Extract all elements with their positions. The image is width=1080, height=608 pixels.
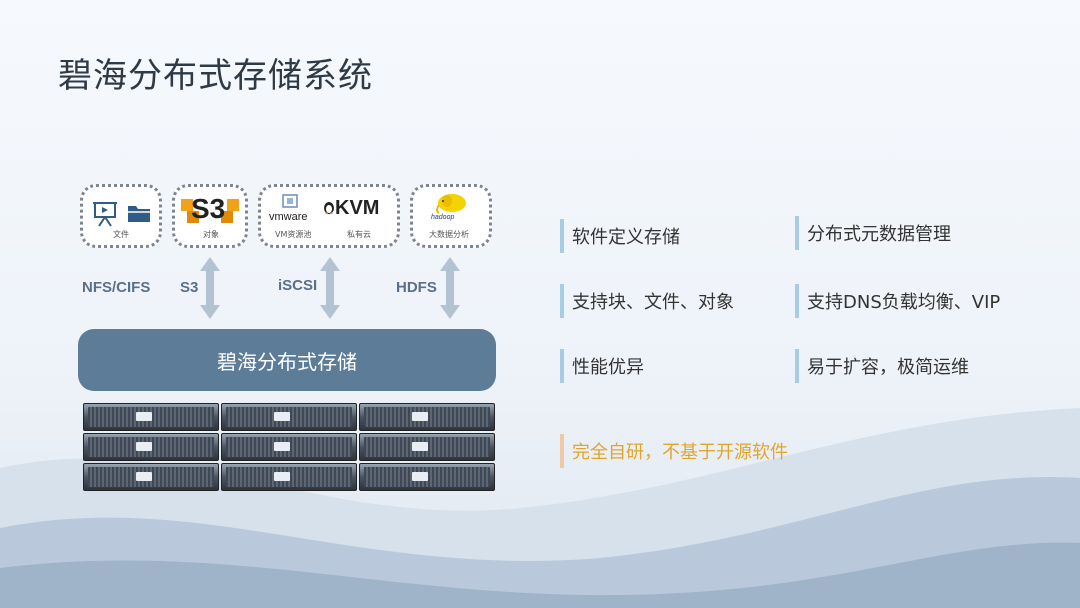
s3-logo: S3 bbox=[191, 193, 226, 224]
feature-item: 分布式元数据管理 bbox=[795, 216, 951, 250]
feature-item: 性能优异 bbox=[560, 349, 644, 383]
bigdata-box: hadoop 大数据分析 bbox=[410, 184, 492, 248]
nfs-cifs-label: NFS/CIFS bbox=[82, 279, 151, 296]
private-cloud-caption: 私有云 bbox=[347, 230, 371, 239]
hadoop-elephant-icon bbox=[435, 193, 469, 219]
server-unit bbox=[359, 403, 495, 431]
server-unit bbox=[359, 433, 495, 461]
s3-double-arrow bbox=[200, 257, 220, 319]
kvm-penguin-icon bbox=[323, 199, 335, 219]
server-unit bbox=[221, 403, 357, 431]
feature-highlight: 完全自研，不基于开源软件 bbox=[560, 434, 788, 468]
page-title: 碧海分布式存储系统 bbox=[58, 56, 373, 96]
vmware-logo: vmware bbox=[269, 211, 308, 223]
iscsi-double-arrow bbox=[320, 257, 340, 319]
file-service-box: 文件 bbox=[80, 184, 162, 248]
s3-object-box: S3 对象 bbox=[172, 184, 248, 248]
s3-cubes-icon bbox=[179, 195, 241, 229]
folder-icon bbox=[127, 203, 151, 227]
server-unit bbox=[83, 463, 219, 491]
server-unit bbox=[83, 433, 219, 461]
server-unit bbox=[359, 463, 495, 491]
hdfs-label: HDFS bbox=[396, 279, 437, 296]
feature-item: 易于扩容，极简运维 bbox=[795, 349, 969, 383]
file-caption: 文件 bbox=[113, 230, 129, 239]
server-unit bbox=[221, 463, 357, 491]
vm-cube-icon bbox=[281, 193, 301, 213]
hadoop-logo: hadoop bbox=[431, 214, 455, 221]
s3-caption: 对象 bbox=[203, 230, 219, 239]
hdfs-double-arrow bbox=[440, 257, 460, 319]
feature-item: 软件定义存储 bbox=[560, 219, 680, 253]
bigdata-caption: 大数据分析 bbox=[429, 230, 469, 239]
distributed-storage-layer: 碧海分布式存储 bbox=[78, 329, 496, 391]
s3-protocol-label: S3 bbox=[180, 279, 199, 296]
vm-private-cloud-box: vmware KVM VM资源池 私有云 bbox=[258, 184, 400, 248]
server-unit bbox=[221, 433, 357, 461]
server-unit bbox=[83, 403, 219, 431]
kvm-logo: KVM bbox=[335, 197, 380, 219]
feature-item: 支持块、文件、对象 bbox=[560, 284, 734, 318]
feature-item: 支持DNS负载均衡、VIP bbox=[795, 284, 1000, 318]
presentation-icon bbox=[93, 201, 117, 231]
vm-pool-caption: VM资源池 bbox=[275, 230, 312, 239]
background-waves bbox=[0, 408, 1080, 608]
iscsi-label: iSCSI bbox=[278, 277, 318, 294]
